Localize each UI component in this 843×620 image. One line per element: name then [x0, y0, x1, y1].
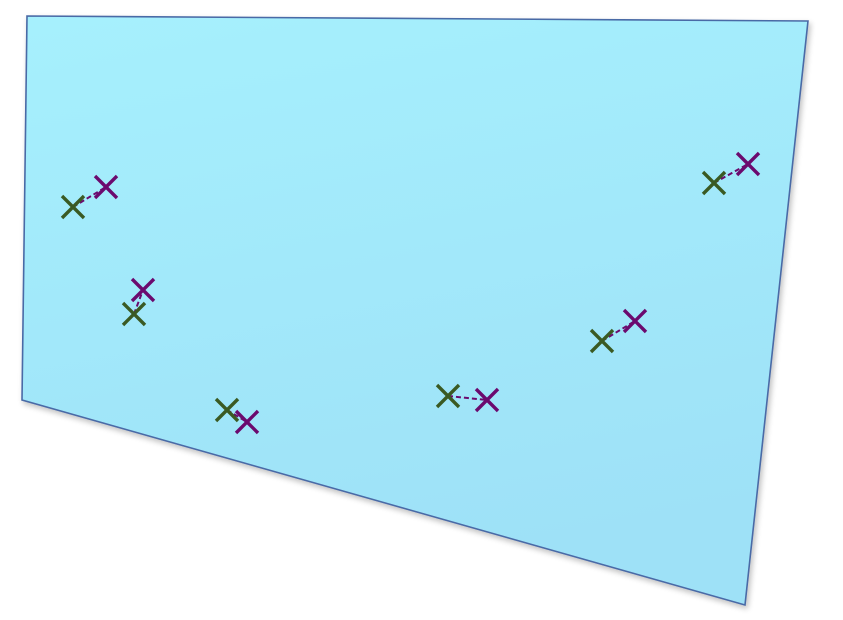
point-pair	[214, 397, 260, 435]
point-pair	[121, 277, 156, 327]
point-pair	[701, 151, 761, 196]
observed-marker	[234, 409, 260, 435]
connector-line	[447, 395, 488, 401]
point-pair	[435, 383, 500, 413]
connector-line	[133, 289, 144, 315]
reference-marker	[701, 170, 727, 196]
reference-marker	[435, 383, 461, 409]
observed-marker	[735, 151, 761, 177]
observed-marker	[474, 387, 500, 413]
observed-marker	[622, 308, 648, 334]
point-pair	[589, 308, 648, 354]
projection-plane	[21, 15, 809, 607]
connector-line	[713, 163, 749, 184]
point-pairs	[60, 151, 761, 435]
reference-marker	[121, 301, 147, 327]
observed-marker	[130, 277, 156, 303]
observed-marker	[93, 174, 119, 200]
reference-marker	[589, 328, 615, 354]
reference-marker	[60, 194, 86, 220]
point-pair	[60, 174, 119, 220]
reference-marker	[214, 397, 240, 423]
